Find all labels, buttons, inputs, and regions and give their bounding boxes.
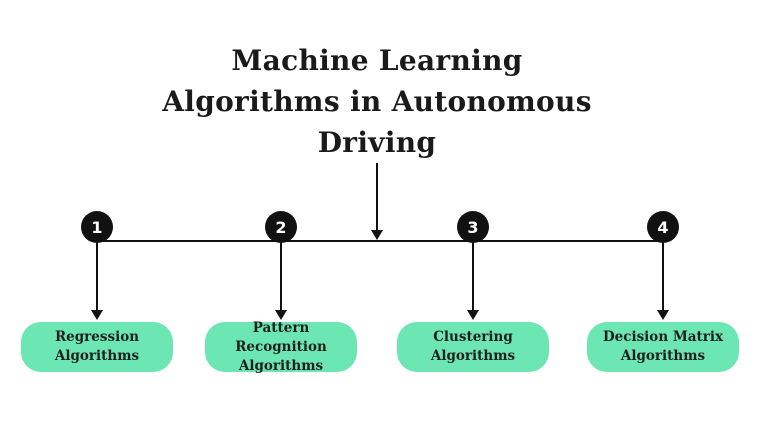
branch-number-circle-2: 2 [265,211,297,243]
title-arrow-head-icon [371,230,383,240]
box-label-line: Clustering [433,329,513,345]
branch-arrow-line-1 [96,240,98,311]
box-label-line: Decision Matrix [602,329,724,345]
algorithm-box-clustering: Clustering Algorithms [397,322,549,372]
box-label-line: Algorithms [620,348,706,364]
algorithm-box-regression: Regression Algorithms [21,322,173,372]
title-line-3: Driving [317,126,437,159]
page-title: Machine Learning Algorithms in Autonomou… [0,40,754,163]
branch-arrow-head-icon-3 [467,310,479,320]
box-label-line: Algorithms [238,357,324,374]
title-line-2: Algorithms in Autonomous [162,85,592,118]
branch-number-2: 2 [275,217,287,237]
box-label-line: Algorithms [54,348,140,364]
box-label-line: Regression [54,329,140,345]
box-label-line: Algorithms [430,348,516,364]
branch-arrow-head-icon-1 [91,310,103,320]
title-arrow-line [376,163,378,231]
box-label-line: Pattern Recognition [235,319,327,355]
algorithm-box-pattern-recognition: Pattern Recognition Algorithms [205,319,357,374]
branch-number-1: 1 [91,217,103,237]
title-line-1: Machine Learning [231,44,523,77]
branch-arrow-line-2 [280,240,282,311]
branch-arrow-line-3 [472,240,474,311]
branch-number-circle-4: 4 [647,211,679,243]
branch-arrow-head-icon-2 [275,310,287,320]
branch-number-3: 3 [467,217,479,237]
horizontal-connector-line [96,240,664,242]
branch-arrow-head-icon-4 [657,310,669,320]
branch-number-circle-1: 1 [81,211,113,243]
algorithm-box-decision-matrix: Decision Matrix Algorithms [587,322,739,372]
branch-number-circle-3: 3 [457,211,489,243]
branch-number-4: 4 [657,217,669,237]
branch-arrow-line-4 [662,240,664,311]
